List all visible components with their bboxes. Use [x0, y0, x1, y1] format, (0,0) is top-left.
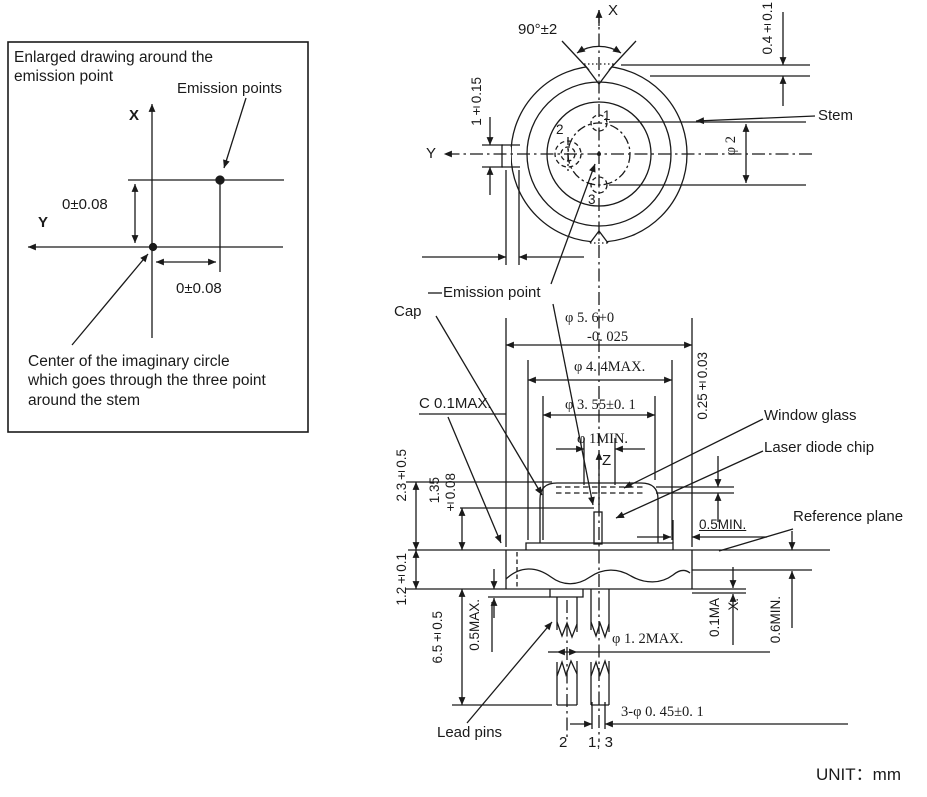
center-point-dot	[148, 242, 158, 252]
chamfer-leader	[447, 416, 502, 544]
notch-angle-dim: 90°±2	[518, 21, 558, 38]
pin-dia-dim: φ 1. 2MAX.	[612, 631, 684, 647]
laser-chip-label: Laser diode chip	[764, 439, 875, 456]
lead-pins-label: Lead pins	[437, 724, 503, 741]
glass-thickness-dim: 0.25±0.03	[695, 352, 710, 420]
reference-plane-label: Reference plane	[793, 508, 904, 525]
emission-point-leader-chip	[552, 303, 595, 506]
cap-outer-dia-dim: φ 5. 6+0	[565, 310, 615, 326]
stem-break-wave	[505, 568, 691, 585]
notch-depth-dim: 0.4±0.1	[760, 2, 775, 55]
cap-leader	[435, 315, 543, 496]
z-axis-label: Z	[602, 452, 612, 469]
stem-thickness-dim: 1.2±0.1	[394, 553, 409, 606]
center-note-leader	[71, 253, 149, 346]
inset-title: Enlarged drawing around the emission poi…	[14, 49, 214, 86]
flatness-dim-2: X.	[726, 598, 741, 611]
pin-circle-dia-dim: φ 2	[723, 136, 739, 156]
flatness-dim-1: 0.1MA	[707, 598, 722, 638]
top-y-axis-label: Y	[426, 145, 437, 162]
standoff-dim: 0.6MIN.	[768, 596, 783, 644]
chamfer-dim: C 0.1MAX.	[419, 395, 492, 412]
top-x-axis-label: X	[608, 2, 619, 19]
emission-height-dim-2: ±0.08	[443, 473, 458, 515]
pin-1-label: 1	[603, 108, 611, 123]
emission-point-dot	[215, 175, 225, 185]
orientation-tab	[501, 144, 520, 168]
reference-plane-leader	[718, 528, 794, 552]
unit-note: UNIT：mm	[816, 765, 901, 784]
laser-chip-leader	[615, 450, 764, 519]
cap-body-dia-dim: φ 4. 4MAX.	[574, 359, 646, 375]
emission-points-leader	[223, 97, 247, 169]
cap-outer-dia-tol: -0. 025	[587, 329, 629, 345]
pin-3-label: 3	[588, 192, 596, 207]
inset-horizontal-offset-dim: 0±0.08	[176, 280, 222, 297]
cap-height-dim: 2.3±0.5	[394, 449, 409, 502]
pin-2-label: 2	[556, 122, 564, 137]
tab-width-dim: 1±0.15	[469, 77, 484, 126]
cap-label: Cap	[394, 303, 422, 320]
stem-leader	[695, 115, 816, 125]
cap-top-dia-dim: φ 3. 55±0. 1	[565, 397, 636, 413]
window-aperture-dim: φ 1MIN.	[577, 431, 629, 447]
inset-linework	[7, 41, 309, 433]
inset-center-note: Center of the imaginary circle which goe…	[28, 353, 266, 409]
pin-number-right: 1, 3	[588, 734, 614, 751]
inset-y-axis-label: Y	[38, 214, 49, 231]
emission-point-label: Emission point	[443, 284, 541, 301]
pin-3-circle	[590, 176, 608, 194]
stem-label: Stem	[818, 107, 854, 124]
pin-number-left: 2	[559, 734, 568, 751]
top-view-linework	[422, 9, 816, 742]
cap-edge-margin-dim: 0.5MIN.	[699, 517, 747, 532]
emission-points-label: Emission points	[177, 80, 283, 97]
inset-border	[7, 41, 309, 433]
emission-height-dim-1: 1.35	[427, 477, 442, 504]
pin-tip-dia-dim: 3-φ 0. 45±0. 1	[621, 704, 704, 720]
window-glass-label: Window glass	[764, 407, 857, 424]
seal-protrusion-dim: 0.5MAX.	[467, 599, 482, 651]
pin-1-circle	[590, 114, 608, 132]
pin-length-dim: 6.5±0.5	[430, 611, 445, 664]
lead-pins-leader	[466, 621, 553, 724]
inset-vertical-offset-dim: 0±0.08	[62, 196, 108, 213]
side-view-linework	[406, 303, 848, 740]
emission-point-leader-top	[550, 163, 596, 285]
inset-x-axis-label: X	[129, 107, 140, 124]
laser-chip-rect	[593, 511, 603, 545]
window-glass-leader	[623, 418, 764, 489]
